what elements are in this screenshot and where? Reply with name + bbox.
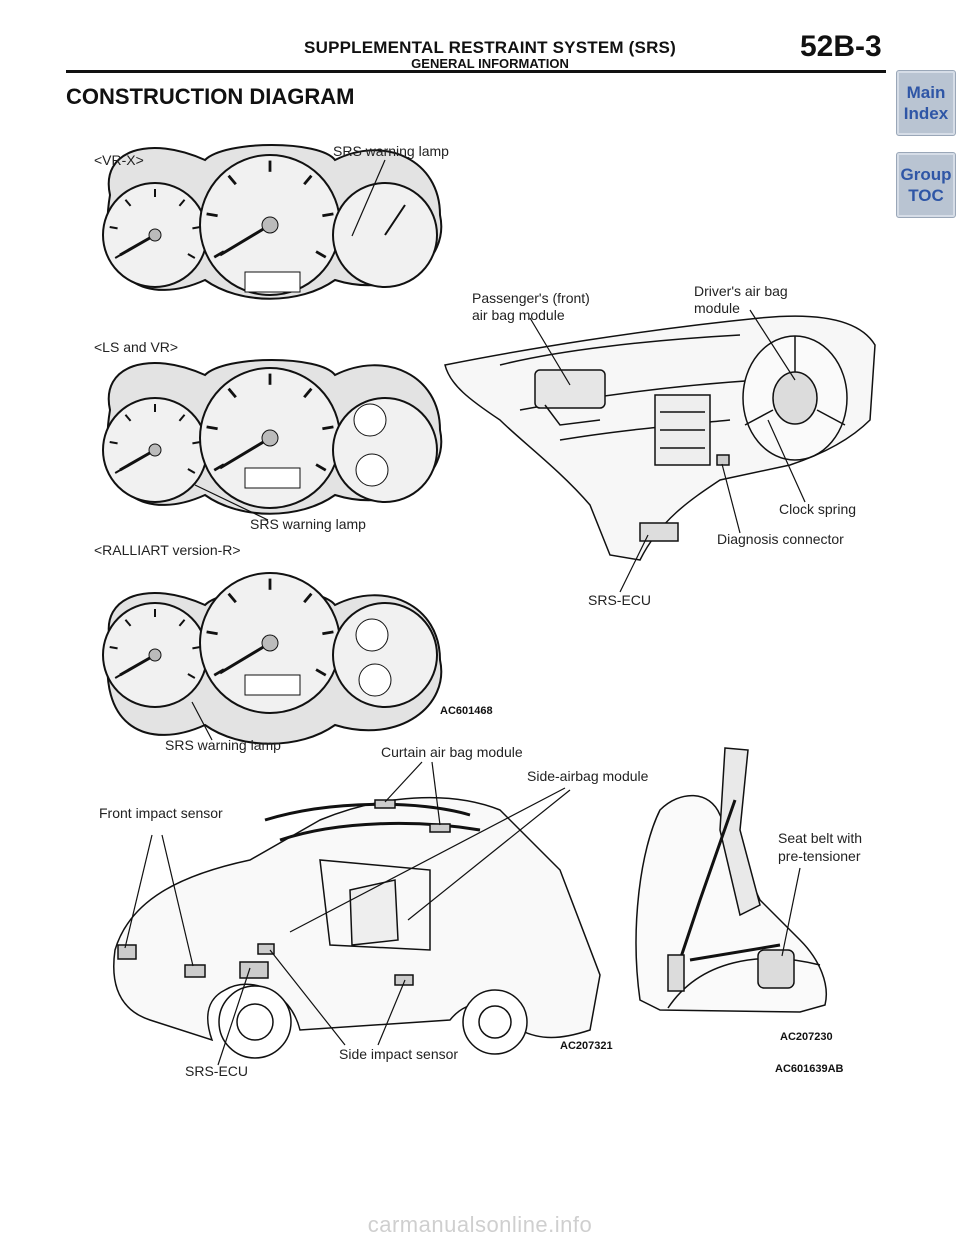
figure-code-top: AC601468 [440, 705, 493, 717]
cluster-vrx [102, 144, 443, 300]
page-header-subtitle: GENERAL INFORMATION [411, 56, 569, 71]
cluster-label-ralliart: <RALLIART version-R> [94, 542, 241, 558]
main-index-line1: Main [906, 83, 946, 102]
srs-warning-lamp-label: SRS warning lamp [333, 143, 449, 159]
cluster-ralliart [102, 572, 443, 745]
cluster-label-ls-vr: <LS and VR> [94, 339, 179, 355]
srs-warning-lamp-label: SRS warning lamp [250, 516, 366, 532]
front-impact-sensor-label: Front impact sensor [99, 805, 223, 821]
section-title: CONSTRUCTION DIAGRAM [66, 84, 355, 109]
seat-belt-label-line2: pre-tensioner [778, 848, 861, 864]
srs-ecu-label: SRS-ECU [588, 592, 652, 608]
main-index-button[interactable]: Main Index [896, 70, 956, 136]
dashboard-illustration [444, 309, 876, 593]
cluster-ls-vr [102, 359, 443, 521]
figure-code-seat: AC207230 [780, 1031, 833, 1043]
seat-belt-label-line1: Seat belt with [778, 830, 863, 846]
footer-watermark[interactable]: carmanualsonline.info [367, 1212, 593, 1237]
side-impact-sensor-label: Side impact sensor [339, 1046, 459, 1062]
passenger-airbag-label-line2: air bag module [472, 307, 565, 323]
clock-spring-label: Clock spring [779, 501, 857, 517]
page-code: 52B-3 [800, 30, 882, 63]
page-header-title: SUPPLEMENTAL RESTRAINT SYSTEM (SRS) [304, 38, 676, 57]
curtain-airbag-label: Curtain air bag module [381, 744, 523, 760]
header-rule [66, 70, 886, 73]
group-toc-line2: TOC [908, 186, 944, 205]
side-airbag-label: Side-airbag module [527, 768, 649, 784]
group-toc-button[interactable]: Group TOC [896, 152, 956, 218]
driver-airbag-label-line1: Driver's air bag [694, 283, 788, 299]
main-index-line2: Index [903, 104, 949, 123]
passenger-airbag-label-line1: Passenger's (front) [472, 290, 590, 306]
figure-code-bottom: AC601639AB [775, 1063, 844, 1075]
srs-ecu-label-car: SRS-ECU [185, 1063, 249, 1079]
driver-airbag-label-line2: module [694, 300, 740, 316]
figure-code-car: AC207321 [560, 1040, 613, 1052]
diagnosis-connector-label: Diagnosis connector [717, 531, 844, 547]
group-toc-line1: Group [900, 165, 952, 184]
seat-illustration [635, 747, 827, 1013]
vehicle-illustration [113, 761, 601, 1066]
cluster-label-vrx: <VR-X> [94, 152, 144, 168]
srs-warning-lamp-label: SRS warning lamp [165, 737, 281, 753]
